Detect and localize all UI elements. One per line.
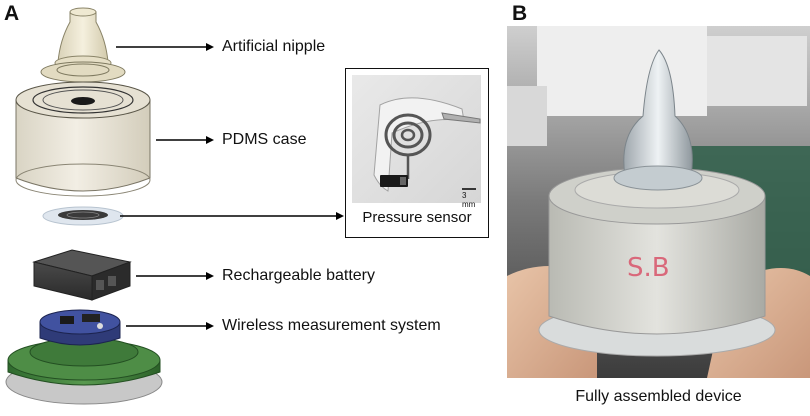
panel-b-letter: B bbox=[512, 2, 528, 25]
pressure-sensor-photo: 3 mm bbox=[352, 75, 481, 209]
assembled-device-photo: S.B bbox=[507, 26, 810, 378]
artificial-nipple-model bbox=[40, 7, 126, 83]
green-base-model bbox=[5, 337, 163, 405]
arrow-sensor bbox=[120, 212, 344, 220]
label-pdms-case: PDMS case bbox=[222, 131, 307, 148]
pressure-sensor-caption: Pressure sensor bbox=[362, 209, 472, 226]
arrow-wireless bbox=[126, 322, 214, 330]
arrow-battery bbox=[136, 272, 214, 280]
pdms-case-model bbox=[15, 81, 151, 197]
label-rechargeable-battery: Rechargeable battery bbox=[222, 267, 375, 284]
handwriting-sb: S.B bbox=[627, 253, 670, 283]
wireless-module-model bbox=[39, 309, 121, 346]
arrow-case bbox=[156, 136, 214, 144]
pressure-sensor-inset: 3 mm Pressure sensor bbox=[345, 68, 489, 238]
battery-model bbox=[32, 249, 132, 301]
arrow-nipple bbox=[116, 43, 214, 51]
label-wireless-system: Wireless measurement system bbox=[222, 317, 441, 334]
panel-a-letter: A bbox=[4, 2, 20, 25]
scale-bar-label: 3 mm bbox=[462, 191, 476, 209]
label-artificial-nipple: Artificial nipple bbox=[222, 38, 326, 55]
assembled-device-caption: Fully assembled device bbox=[575, 388, 742, 405]
pressure-sensor-model bbox=[42, 206, 124, 226]
